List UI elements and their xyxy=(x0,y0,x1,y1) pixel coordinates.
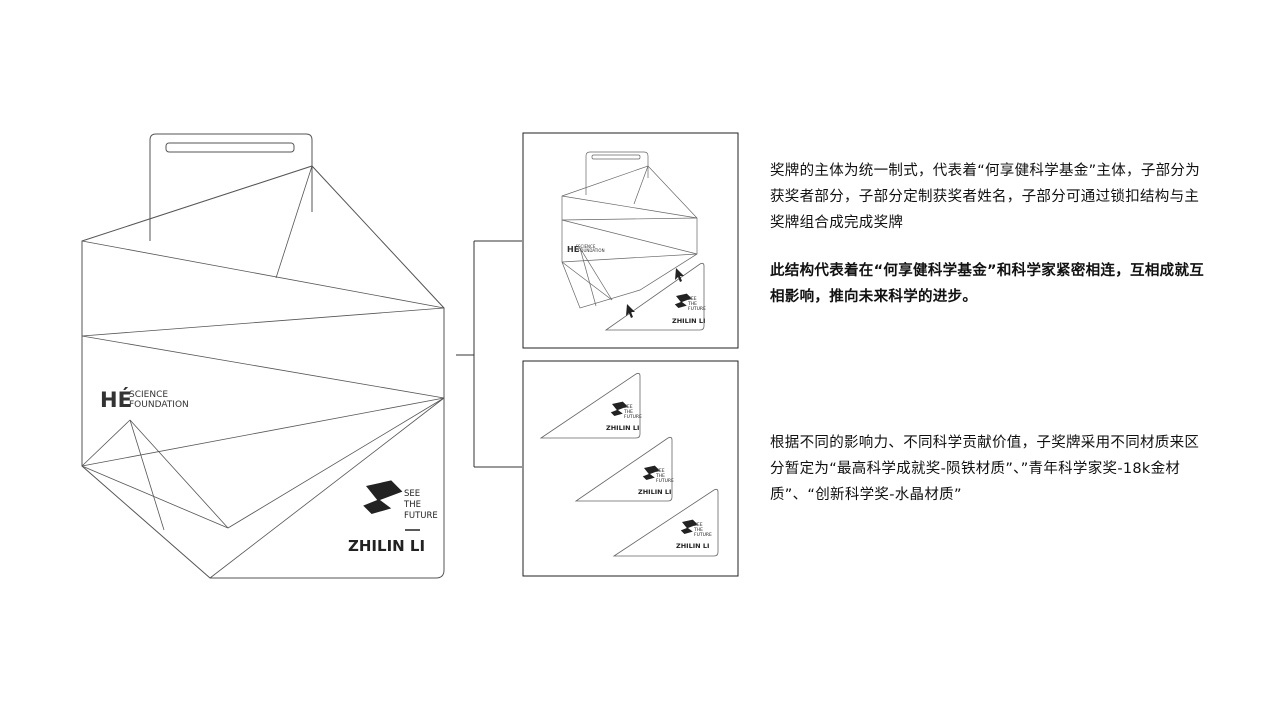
svg-text:THE: THE xyxy=(687,301,697,307)
sub-medals-box xyxy=(522,360,739,577)
svg-text:HÉ: HÉ xyxy=(567,243,579,254)
medal-outline xyxy=(81,165,445,579)
medal-hanger-tab xyxy=(149,133,313,241)
see-line3: FUTURE xyxy=(404,511,438,521)
svg-text:ZHILIN LI: ZHILIN LI xyxy=(672,317,705,325)
svg-text:ZHILIN LI: ZHILIN LI xyxy=(638,488,671,496)
foundation-line2: FOUNDATION xyxy=(129,400,189,410)
description-meaning: 此结构代表着在“何享健科学基金”和科学家紧密相连，互相成就互相影响，推向未来科学… xyxy=(770,263,1205,305)
see-the-future-logo: SEE THE FUTURE ZHILIN LI xyxy=(348,480,438,555)
arrow-cursor-icon xyxy=(626,268,684,318)
svg-text:SCIENCE: SCIENCE xyxy=(578,244,596,249)
svg-text:SEE: SEE xyxy=(624,404,633,410)
svg-text:THE: THE xyxy=(655,473,665,479)
svg-text:SEE: SEE xyxy=(688,296,697,302)
svg-text:FUTURE: FUTURE xyxy=(694,532,712,538)
assembly-foundation-logo: HÉ SCIENCE FOUNDATION xyxy=(567,243,605,254)
svg-text:THE: THE xyxy=(623,409,633,415)
svg-text:THE: THE xyxy=(693,527,703,533)
connector-bracket xyxy=(456,240,522,468)
foundation-logo: HÉ SCIENCE FOUNDATION xyxy=(100,387,189,412)
ribbon-icon xyxy=(363,480,403,514)
svg-text:SEE: SEE xyxy=(656,468,665,474)
assembly-medal xyxy=(561,151,698,309)
foundation-mark: HÉ xyxy=(100,387,132,412)
medal-fold-lines xyxy=(81,165,445,579)
assembly-sub-medal: SEE THE FUTURE ZHILIN LI xyxy=(604,262,706,331)
svg-text:ZHILIN LI: ZHILIN LI xyxy=(676,542,709,550)
winner-name: ZHILIN LI xyxy=(348,537,425,555)
svg-text:FUTURE: FUTURE xyxy=(688,306,706,312)
assembly-view-box xyxy=(522,132,739,349)
svg-text:FOUNDATION: FOUNDATION xyxy=(578,248,605,253)
main-medal xyxy=(81,133,445,579)
svg-text:FUTURE: FUTURE xyxy=(656,478,674,484)
svg-text:FUTURE: FUTURE xyxy=(624,414,642,420)
sub-medal-1: SEE THE FUTURE ZHILIN LI xyxy=(539,372,642,439)
see-line2: THE xyxy=(403,500,421,510)
description-structure: 奖牌的主体为统一制式，代表着“何享健科学基金”主体，子部分为获奖者部分，子部分定… xyxy=(770,163,1201,231)
svg-text:ZHILIN LI: ZHILIN LI xyxy=(606,424,639,432)
foundation-line1: SCIENCE xyxy=(129,390,168,400)
sub-medal-2: SEE THE FUTURE ZHILIN LI xyxy=(574,436,674,502)
description-materials: 根据不同的影响力、不同科学贡献价值，子奖牌采用不同材质来区分暂定为“最高科学成就… xyxy=(770,435,1200,503)
medal-slot xyxy=(165,142,295,153)
svg-text:SEE: SEE xyxy=(694,522,703,528)
see-line1: SEE xyxy=(404,489,420,499)
sub-medal-3: SEE THE FUTURE ZHILIN LI xyxy=(612,488,719,557)
